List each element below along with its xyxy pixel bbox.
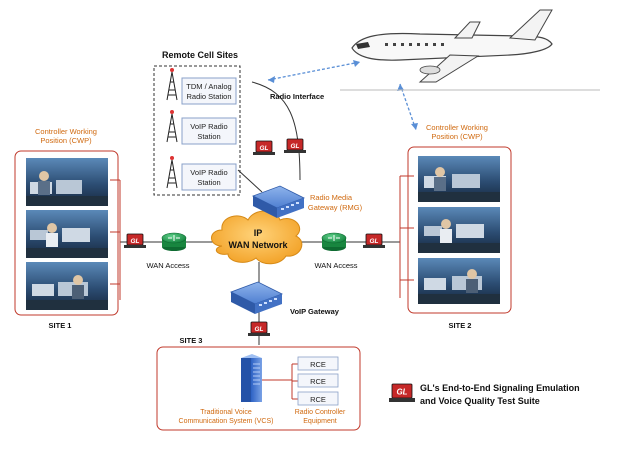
link-rmg-stations: [237, 169, 263, 193]
wireless-arrowheads: [268, 60, 418, 130]
voip-station2-label-1: VoIP Radio: [190, 168, 227, 177]
controller-workstation-photo: [26, 262, 108, 310]
gl-laptop-icon: GL: [284, 138, 306, 153]
rce-label: RCE: [310, 377, 326, 386]
wireless-link-plane-cwp: [399, 83, 417, 131]
router-icon: [161, 232, 187, 251]
wan-access-right-label: WAN Access: [314, 261, 357, 270]
controller-workstation-photo: [418, 207, 500, 253]
voip-station2-label-2: Station: [197, 178, 220, 187]
legend-gl-icon: GL: [389, 383, 415, 402]
rmg-label-1: Radio Media: [310, 193, 353, 202]
site1-label: SITE 1: [49, 321, 72, 330]
cwp-right-label-2: Position (CWP): [431, 132, 483, 141]
voip-gateway-label: VoIP Gateway: [290, 307, 340, 316]
controller-workstation-photo: [418, 258, 500, 304]
rce-label: RCE: [310, 360, 326, 369]
gl-badge-text: GL: [259, 145, 268, 152]
gl-badge-text: GL: [396, 388, 407, 397]
site2-bus: [399, 175, 414, 298]
wan-cloud-icon: [211, 210, 303, 265]
voip-radio-station-1: VoIP Radio Station: [181, 117, 237, 145]
cwp-right-label-1: Controller Working: [426, 123, 488, 132]
wan-access-left-label: WAN Access: [146, 261, 189, 270]
voip-radio-station-2: VoIP Radio Station: [181, 163, 237, 191]
voip-station1-label-1: VoIP Radio: [190, 122, 227, 131]
wireless-link-tower-plane: [267, 61, 361, 81]
voip-gateway-icon: [229, 281, 284, 314]
rce-caption-1: Radio Controller: [295, 409, 346, 416]
gl-badge-text: GL: [130, 238, 139, 245]
remote-cell-sites-box: [153, 65, 241, 196]
gl-laptop-icon: GL: [124, 233, 146, 248]
cwp-left-label-1: Controller Working: [35, 127, 97, 136]
rce-label: RCE: [310, 395, 326, 404]
wireless-links: [267, 61, 417, 131]
radio-tower-icon: [166, 110, 178, 143]
site1-bus: [110, 179, 121, 300]
controller-workstation-photo: [418, 156, 500, 202]
gl-laptop-icon: GL: [363, 233, 385, 248]
rce-box: RCE: [297, 391, 339, 406]
arrowhead: [397, 84, 404, 91]
radio-tower-icon: [166, 68, 178, 101]
gl-badge-text: GL: [290, 143, 299, 150]
cwp-left-label-2: Position (CWP): [40, 136, 92, 145]
controller-workstation-photo: [26, 210, 108, 258]
gl-laptop-icon: GL: [248, 321, 270, 336]
rce-caption-2: Equipment: [303, 418, 337, 425]
arrowhead: [268, 76, 275, 83]
tdm-station-label-1: TDM / Analog: [186, 82, 231, 91]
radio-interface-label: Radio Interface: [270, 92, 324, 101]
radio-tower-icon: [166, 156, 178, 189]
site2-label: SITE 2: [449, 321, 472, 330]
rmg-label-2: Gateway (RMG): [308, 203, 363, 212]
arrowhead: [353, 60, 360, 67]
gl-laptop-icon: GL: [253, 140, 275, 155]
legend-text-line1: GL's End-to-End Signaling Emulation: [420, 383, 580, 393]
arrowhead: [411, 123, 418, 130]
gl-badge-text: GL: [369, 238, 378, 245]
vcs-label-2: Communication System (VCS): [179, 418, 274, 425]
tdm-radio-station: TDM / Analog Radio Station: [181, 77, 237, 105]
radio-media-gateway-icon: [251, 185, 306, 218]
wan-label-line2: WAN Network: [228, 240, 288, 250]
tdm-station-label-2: Radio Station: [186, 92, 231, 101]
voip-station1-label-2: Station: [197, 132, 220, 141]
wan-label-line1: IP: [254, 228, 263, 238]
controller-workstation-photo: [26, 158, 108, 206]
router-icon: [321, 232, 347, 251]
remote-cell-sites-title: Remote Cell Sites: [162, 50, 238, 60]
link-radio-interface: [251, 81, 301, 181]
site3-label: SITE 3: [180, 336, 203, 345]
legend-text-line2: and Voice Quality Test Suite: [420, 396, 540, 406]
vcs-label-1: Traditional Voice: [200, 409, 252, 416]
vcs-to-rce-links: [262, 363, 298, 400]
gl-badge-text: GL: [254, 326, 263, 333]
rce-box: RCE: [297, 356, 339, 371]
vcs-server-icon: [241, 354, 262, 402]
rce-box: RCE: [297, 373, 339, 388]
airplane-icon: [340, 9, 600, 91]
